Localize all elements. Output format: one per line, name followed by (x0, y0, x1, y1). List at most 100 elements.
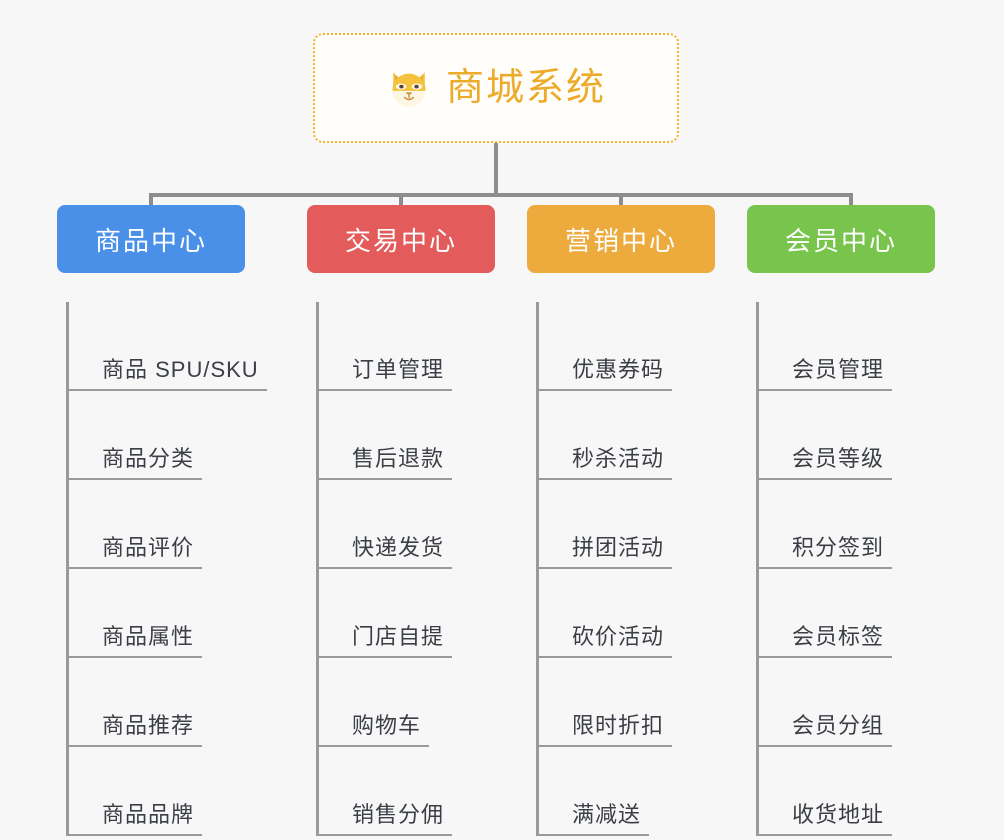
leaf-label: 订单管理 (352, 357, 445, 382)
leaf-label: 门店自提 (352, 624, 445, 649)
leaf-underline (66, 745, 203, 747)
leaf-underline (66, 567, 203, 569)
leaf-label: 满减送 (572, 802, 642, 827)
leaf-label: 售后退款 (352, 446, 445, 471)
root-title: 商城系统 (445, 67, 606, 109)
leaf-label: 商品评价 (102, 535, 195, 560)
list-item[interactable]: 销售分佣 (307, 747, 495, 836)
leaf-underline (536, 389, 673, 391)
list-item[interactable]: 商品评价 (57, 480, 245, 569)
leaf-underline (316, 834, 453, 836)
column-product-center: 商品中心 商品 SPU/SKU 商品分类 商品评价 商品属性 商品推荐 商品品牌 (57, 205, 267, 836)
list-item[interactable]: 会员管理 (747, 302, 935, 391)
category-header-product-center[interactable]: 商品中心 (57, 205, 245, 273)
shiba-dog-face-icon (386, 65, 432, 111)
connector-spine (756, 302, 759, 836)
connector-drop-member-center (849, 193, 853, 207)
leaf-label: 会员标签 (792, 624, 885, 649)
leaf-underline (536, 656, 673, 658)
connector-root-stem (494, 143, 498, 197)
list-item[interactable]: 商品属性 (57, 569, 245, 658)
leaf-underline (756, 656, 893, 658)
leaf-label: 积分签到 (792, 535, 885, 560)
leaf-label: 收货地址 (792, 802, 885, 827)
connector-spine (66, 302, 69, 836)
connector-spine (536, 302, 539, 836)
list-item[interactable]: 收货地址 (747, 747, 935, 836)
leaf-underline (536, 478, 673, 480)
category-header-member-center[interactable]: 会员中心 (747, 205, 935, 273)
leaf-label: 快递发货 (352, 535, 445, 560)
list-item[interactable]: 商品 SPU/SKU (57, 302, 267, 391)
leaf-underline (66, 389, 267, 391)
leaf-underline (66, 656, 203, 658)
list-item[interactable]: 秒杀活动 (527, 391, 715, 480)
category-label: 营销中心 (564, 225, 677, 256)
category-label: 商品中心 (94, 225, 207, 256)
leaf-list-member-center: 会员管理 会员等级 积分签到 会员标签 会员分组 收货地址 (747, 302, 935, 836)
list-item[interactable]: 会员等级 (747, 391, 935, 480)
leaf-label: 会员管理 (792, 357, 885, 382)
connector-drop-product-center (149, 193, 153, 207)
leaf-underline (536, 745, 673, 747)
list-item[interactable]: 订单管理 (307, 302, 495, 391)
connector-horizontal-bus (149, 193, 853, 197)
list-item[interactable]: 门店自提 (307, 569, 495, 658)
list-item[interactable]: 积分签到 (747, 480, 935, 569)
leaf-label: 商品属性 (102, 624, 195, 649)
leaf-underline (536, 567, 673, 569)
leaf-underline (316, 389, 453, 391)
list-item[interactable]: 会员标签 (747, 569, 935, 658)
leaf-underline (756, 389, 893, 391)
leaf-underline (756, 567, 893, 569)
leaf-label: 商品分类 (102, 446, 195, 471)
leaf-underline (756, 745, 893, 747)
leaf-underline (536, 834, 650, 836)
leaf-label: 会员等级 (792, 446, 885, 471)
list-item[interactable]: 快递发货 (307, 480, 495, 569)
root-node-mall-system[interactable]: 商城系统 (313, 33, 679, 143)
list-item[interactable]: 满减送 (527, 747, 715, 836)
connector-drop-trade-center (399, 193, 403, 207)
leaf-label: 拼团活动 (572, 535, 665, 560)
list-item[interactable]: 会员分组 (747, 658, 935, 747)
leaf-underline (316, 656, 453, 658)
leaf-label: 砍价活动 (572, 624, 665, 649)
leaf-underline (316, 745, 430, 747)
list-item[interactable]: 商品分类 (57, 391, 245, 480)
connector-spine (316, 302, 319, 836)
category-header-marketing-center[interactable]: 营销中心 (527, 205, 715, 273)
list-item[interactable]: 砍价活动 (527, 569, 715, 658)
list-item[interactable]: 购物车 (307, 658, 495, 747)
list-item[interactable]: 优惠券码 (527, 302, 715, 391)
leaf-underline (66, 478, 203, 480)
leaf-label: 购物车 (352, 713, 422, 738)
column-marketing-center: 营销中心 优惠券码 秒杀活动 拼团活动 砍价活动 限时折扣 满减送 (527, 205, 715, 836)
leaf-list-marketing-center: 优惠券码 秒杀活动 拼团活动 砍价活动 限时折扣 满减送 (527, 302, 715, 836)
category-label: 交易中心 (344, 225, 457, 256)
leaf-underline (66, 834, 203, 836)
leaf-label: 优惠券码 (572, 357, 665, 382)
leaf-list-product-center: 商品 SPU/SKU 商品分类 商品评价 商品属性 商品推荐 商品品牌 (57, 302, 267, 836)
list-item[interactable]: 拼团活动 (527, 480, 715, 569)
list-item[interactable]: 商品推荐 (57, 658, 245, 747)
leaf-label: 会员分组 (792, 713, 885, 738)
leaf-label: 商品 SPU/SKU (102, 357, 259, 382)
list-item[interactable]: 商品品牌 (57, 747, 245, 836)
leaf-label: 秒杀活动 (572, 446, 665, 471)
category-header-trade-center[interactable]: 交易中心 (307, 205, 495, 273)
list-item[interactable]: 售后退款 (307, 391, 495, 480)
leaf-label: 商品品牌 (102, 802, 195, 827)
leaf-label: 销售分佣 (352, 802, 445, 827)
category-label: 会员中心 (784, 225, 897, 256)
leaf-underline (756, 478, 893, 480)
list-item[interactable]: 限时折扣 (527, 658, 715, 747)
leaf-underline (316, 478, 453, 480)
connector-drop-marketing-center (619, 193, 623, 207)
column-trade-center: 交易中心 订单管理 售后退款 快递发货 门店自提 购物车 销售分佣 (307, 205, 495, 836)
leaf-list-trade-center: 订单管理 售后退款 快递发货 门店自提 购物车 销售分佣 (307, 302, 495, 836)
column-member-center: 会员中心 会员管理 会员等级 积分签到 会员标签 会员分组 收货地址 (747, 205, 935, 836)
leaf-label: 限时折扣 (572, 713, 665, 738)
leaf-underline (316, 567, 453, 569)
